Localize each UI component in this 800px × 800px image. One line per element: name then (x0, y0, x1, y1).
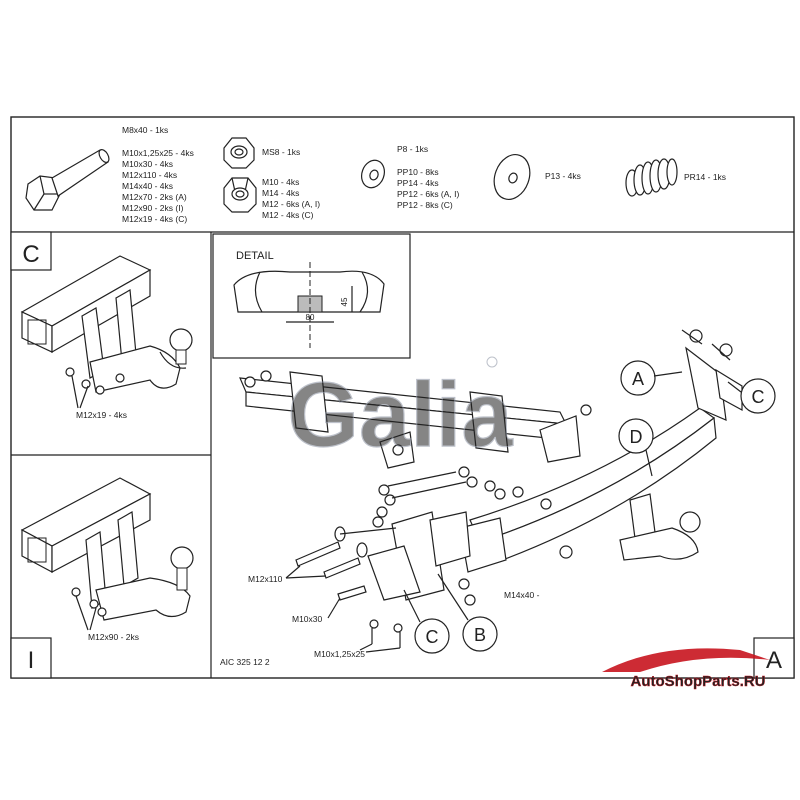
washer-p13-label: P13 - 4ks (545, 171, 581, 181)
shop-watermark: AutoShopParts.RU (602, 648, 770, 690)
washer-p8-label: P8 - 1ks (397, 144, 428, 154)
brand-watermark-text: Galia (287, 364, 513, 466)
callout-c-bottom: C (403, 589, 450, 654)
bolt-line-1: M8x40 - 1ks (122, 125, 168, 135)
bolt-line-6: M12x70 - 2ks (A) (122, 192, 187, 202)
svg-text:C: C (752, 387, 765, 407)
panel-c: C M12x19 - 4ks (10, 231, 193, 420)
nut-line-2: M14 - 4ks (262, 188, 299, 198)
panel-c-bolt-label: M12x19 - 4ks (76, 410, 127, 420)
panel-i-hitch-illustration (20, 477, 194, 621)
callout-a-top: A (620, 360, 683, 396)
panel-c-letter: C (22, 241, 39, 268)
detail-box: DETAIL 80 45 (212, 233, 411, 359)
hex-nut-icon (223, 177, 257, 213)
parts-list: M8x40 - 1ks M10x1,25x25 - 4ks M10x30 - 4… (25, 125, 726, 224)
detail-title: DETAIL (236, 250, 274, 262)
callout-d: D (618, 418, 654, 477)
svg-text:D: D (630, 427, 643, 447)
spring-icon (625, 158, 678, 197)
label-m12x110: M12x110 (248, 574, 283, 584)
svg-text:B: B (474, 625, 486, 645)
svg-text:C: C (426, 627, 439, 647)
panel-i: I M12x90 - 2ks (10, 477, 194, 679)
washer-large-icon (493, 154, 531, 200)
tow-bar (459, 329, 743, 573)
side-bracket (367, 511, 471, 601)
washer-line-4: PP12 - 8ks (C) (397, 200, 453, 210)
vehicle-crossmember (239, 370, 592, 469)
nut-line-3: M12 - 6ks (A, I) (262, 199, 320, 209)
washer-line-1: PP10 - 8ks (397, 167, 439, 177)
detail-height-dimension: 45 (340, 297, 349, 306)
spring-label: PR14 - 1ks (684, 172, 726, 182)
label-m10x1-25x25: M10x1,25x25 (314, 649, 365, 659)
panel-i-letter: I (28, 647, 35, 674)
hardware-set (295, 466, 552, 648)
bolt-line-8: M12x19 - 4ks (C) (122, 214, 187, 224)
nut-ms8-label: MS8 - 1ks (262, 147, 300, 157)
label-m14x40: M14x40 - (504, 590, 540, 600)
nut-line-1: M10 - 4ks (262, 177, 299, 187)
washer-line-3: PP12 - 6ks (A, I) (397, 189, 460, 199)
corner-letter: A (766, 647, 782, 674)
lock-nut-icon (223, 137, 255, 169)
svg-text:A: A (632, 369, 644, 389)
shop-watermark-text: AutoShopParts.RU (631, 673, 766, 690)
drawing-frame (10, 116, 795, 679)
washer-line-2: PP14 - 4ks (397, 178, 439, 188)
detail-width-dimension: 80 (306, 313, 315, 322)
bolt-line-7: M12x90 - 2ks (I) (122, 203, 184, 213)
callout-b-bottom: B (437, 573, 498, 652)
ball-mount (559, 493, 701, 561)
car-swoosh-icon (602, 648, 770, 672)
main-assembly: A C D C B M12x110 M10x30 M10x1,25x2 (239, 329, 776, 659)
washer-small-icon (361, 159, 385, 189)
bolt-icon (25, 149, 110, 211)
bolt-line-2: M10x1,25x25 - 4ks (122, 148, 194, 158)
drawing-code: AIC 325 12 2 (220, 657, 270, 667)
bolt-line-5: M14x40 - 4ks (122, 181, 173, 191)
panel-i-bolt-label: M12x90 - 2ks (88, 632, 139, 642)
bolt-line-4: M12x110 - 4ks (122, 170, 177, 180)
nut-line-4: M12 - 4ks (C) (262, 210, 314, 220)
brand-watermark: Galia (287, 356, 514, 467)
bolt-line-3: M10x30 - 4ks (122, 159, 173, 169)
callout-c-top: C (727, 378, 776, 414)
label-m10x30: M10x30 (292, 614, 323, 624)
panel-c-hitch-illustration (20, 255, 193, 395)
